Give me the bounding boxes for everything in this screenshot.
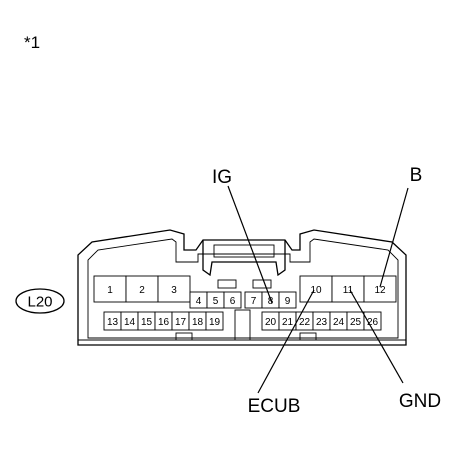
pin-label: 1 [107,285,113,296]
pin-row-1-left: 1 2 3 [93,275,191,303]
pin-row-2: 4 5 6 7 8 9 [189,291,297,309]
terminal-label-b: B [410,165,423,186]
pin-label: 16 [158,317,170,328]
connector-id-label: L20 [27,294,52,311]
pin-label: 2 [139,285,145,296]
terminal-label-gnd: GND [399,391,441,412]
leader-line-b [379,187,409,288]
leader-line-ig [227,185,273,304]
pin-label: 17 [175,317,187,328]
connector-housing [77,229,407,346]
pin-label: 14 [124,317,136,328]
pin-label: 21 [282,317,294,328]
terminal-label-ecub: ECUB [248,396,301,417]
note-marker: *1 [24,33,40,52]
pin-label: 25 [350,317,362,328]
pin-row-3-right: 20 21 22 23 24 25 26 [261,311,382,331]
pin-label: 11 [343,285,354,296]
pin-label: 24 [333,317,345,328]
pin-label: 4 [196,296,202,307]
pin-cavity-19 [205,311,224,331]
pin-label: 9 [285,296,291,307]
pin-label: 10 [310,285,322,296]
pin-label: 23 [316,317,328,328]
leader-line-gnd [349,289,404,384]
pin-cavity-3 [157,275,191,303]
terminal-label-ig: IG [212,167,232,188]
pin-cavity-11 [331,275,365,303]
pin-label: 6 [230,296,236,307]
pin-label: 18 [192,317,204,328]
pin-label: 20 [265,317,277,328]
pin-row-3-left: 13 14 15 16 17 18 19 [103,311,224,331]
pin-cavity-10 [299,275,333,303]
leader-line-ecub [257,289,315,394]
connector-id-badge: L20 [15,288,65,314]
pin-label: 13 [107,317,119,328]
pin-cavity-9 [278,291,297,309]
pin-label: 22 [299,317,311,328]
pin-cavity-2 [125,275,159,303]
pin-cavity-12 [363,275,397,303]
pin-label: 26 [367,317,379,328]
pin-label: 15 [141,317,153,328]
pin-label: 7 [251,296,257,307]
pin-label: 3 [171,285,177,296]
pin-label: 8 [268,296,274,307]
pin-label: 12 [374,285,386,296]
pin-cavity-6 [223,291,242,309]
pin-row-1-right: 10 11 12 [299,275,397,303]
pin-label: 5 [213,296,219,307]
pin-label: 19 [209,317,221,328]
